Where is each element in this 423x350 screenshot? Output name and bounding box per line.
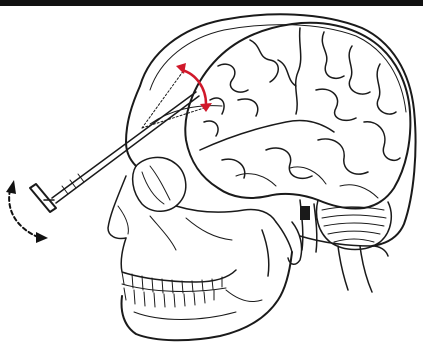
red-arrowhead-top: [176, 63, 186, 74]
rocking-dashed-curve: [9, 190, 40, 238]
mandible-inner: [134, 290, 262, 320]
temporal-lobe-folds: [236, 167, 378, 198]
mastoid-process: [288, 222, 302, 264]
frontal-profile: [126, 86, 140, 166]
cheek-shading: [150, 216, 232, 250]
swing-guide-lower: [142, 108, 204, 128]
skull: [108, 14, 416, 340]
central-sulcus: [296, 28, 301, 114]
mandible: [122, 252, 292, 340]
nasal-cavity: [118, 206, 128, 234]
maxilla: [121, 238, 236, 282]
upper-teeth: [122, 272, 222, 293]
nasal-bone: [108, 176, 126, 239]
skull-base: [300, 236, 388, 256]
swing-guide-upper: [142, 70, 184, 128]
gyrus-folds: [204, 32, 400, 178]
mandible-ramus: [262, 222, 292, 276]
swing-arc-arrow: [142, 63, 212, 128]
orbit-shading: [142, 166, 170, 204]
rocking-arrowhead-bottom: [36, 232, 48, 243]
cervical-spine: [338, 246, 372, 292]
cerebellum-lines: [322, 207, 386, 242]
eye-orbit: [133, 157, 186, 211]
rocking-arrowhead-top: [6, 180, 16, 194]
brainstem-shadow: [300, 206, 310, 220]
bite-line: [122, 284, 226, 291]
zygomatic-bone: [176, 206, 276, 222]
brain: [185, 23, 410, 252]
cerebrum-outline: [185, 23, 410, 209]
red-arrowhead-bottom: [200, 103, 212, 112]
lateral-sulcus: [200, 120, 334, 150]
leucotome: [30, 92, 199, 212]
